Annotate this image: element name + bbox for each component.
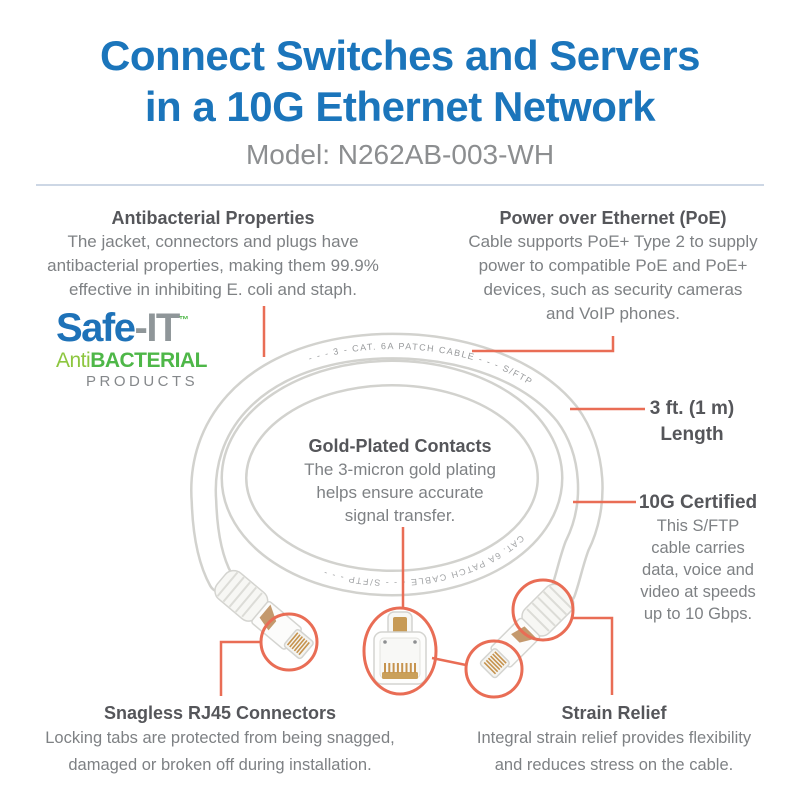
callout-snagless: Snagless RJ45 Connectors Locking tabs ar… bbox=[20, 701, 420, 779]
line-strain bbox=[573, 616, 614, 695]
callout-10g-certified-body: This S/FTP cable carries data, voice and… bbox=[640, 517, 756, 623]
divider-line bbox=[36, 184, 764, 186]
safe-it-logo-antibacterial: AntiBACTERIAL bbox=[56, 349, 226, 372]
page-title-line1: Connect Switches and Servers bbox=[100, 32, 700, 79]
rj45-front-view bbox=[373, 611, 427, 685]
callout-strain-relief-body: Integral strain relief provides flexibil… bbox=[476, 729, 752, 774]
safe-it-logo: Safe-IT™ AntiBACTERIAL PRODUCTS bbox=[56, 300, 226, 392]
callout-poe: Power over Ethernet (PoE) Cable supports… bbox=[433, 206, 793, 326]
safe-it-logo-products: PRODUCTS bbox=[86, 373, 199, 390]
callout-antibacterial-body: The jacket, connectors and plugs have an… bbox=[47, 232, 379, 299]
callout-gold-contacts-title: Gold-Plated Contacts bbox=[308, 436, 492, 456]
rj45-connector-right bbox=[479, 583, 575, 679]
callout-snagless-title: Snagless RJ45 Connectors bbox=[103, 703, 337, 723]
callout-gold-contacts-body: The 3-micron gold plating helps ensure a… bbox=[304, 460, 496, 525]
callout-antibacterial-title: Antibacterial Properties bbox=[111, 208, 315, 228]
callout-10g-certified: 10G Certified This S/FTP cable carries d… bbox=[618, 491, 778, 625]
model-number: Model: N262AB-003-WH bbox=[245, 139, 555, 170]
cable-print-inner: CAT. 6A PATCH CABLE - - - S/FTP - - - bbox=[321, 533, 526, 588]
line-snagless bbox=[219, 640, 261, 696]
logo-safe-text: Safe bbox=[56, 306, 136, 350]
highlight-circle-right-connector bbox=[464, 639, 524, 699]
callout-10g-certified-title: 10G Certified bbox=[638, 492, 758, 513]
callout-strain-relief: Strain Relief Integral strain relief pro… bbox=[434, 701, 794, 779]
highlight-circle-strain-relief bbox=[511, 578, 575, 642]
callout-antibacterial: Antibacterial Properties The jacket, con… bbox=[13, 206, 413, 302]
logo-trademark: ™ bbox=[178, 315, 189, 326]
highlight-circle-front-view bbox=[362, 606, 438, 696]
line-poe bbox=[472, 336, 615, 353]
callout-gold-contacts: Gold-Plated Contacts The 3-micron gold p… bbox=[280, 434, 520, 527]
rj45-connector-left bbox=[214, 569, 314, 660]
logo-anti-text: Anti bbox=[56, 349, 91, 372]
page-title-line2: in a 10G Ethernet Network bbox=[144, 83, 656, 130]
page-title: Connect Switches and Servers in a 10G Et… bbox=[0, 30, 800, 132]
safe-it-logo-wordmark: Safe-IT™ bbox=[56, 300, 226, 349]
logo-bacterial-text: BACTERIAL bbox=[90, 349, 208, 372]
callout-length: 3 ft. (1 m) Length bbox=[649, 398, 735, 445]
callout-poe-title: Power over Ethernet (PoE) bbox=[499, 208, 727, 228]
callout-snagless-body: Locking tabs are protected from being sn… bbox=[45, 729, 395, 774]
callout-poe-body: Cable supports PoE+ Type 2 to supply pow… bbox=[468, 232, 758, 323]
line-front-view-link bbox=[431, 656, 467, 667]
logo-it-text: -IT bbox=[134, 306, 181, 350]
callout-lines bbox=[219, 306, 645, 696]
callout-strain-relief-title: Strain Relief bbox=[561, 703, 667, 723]
